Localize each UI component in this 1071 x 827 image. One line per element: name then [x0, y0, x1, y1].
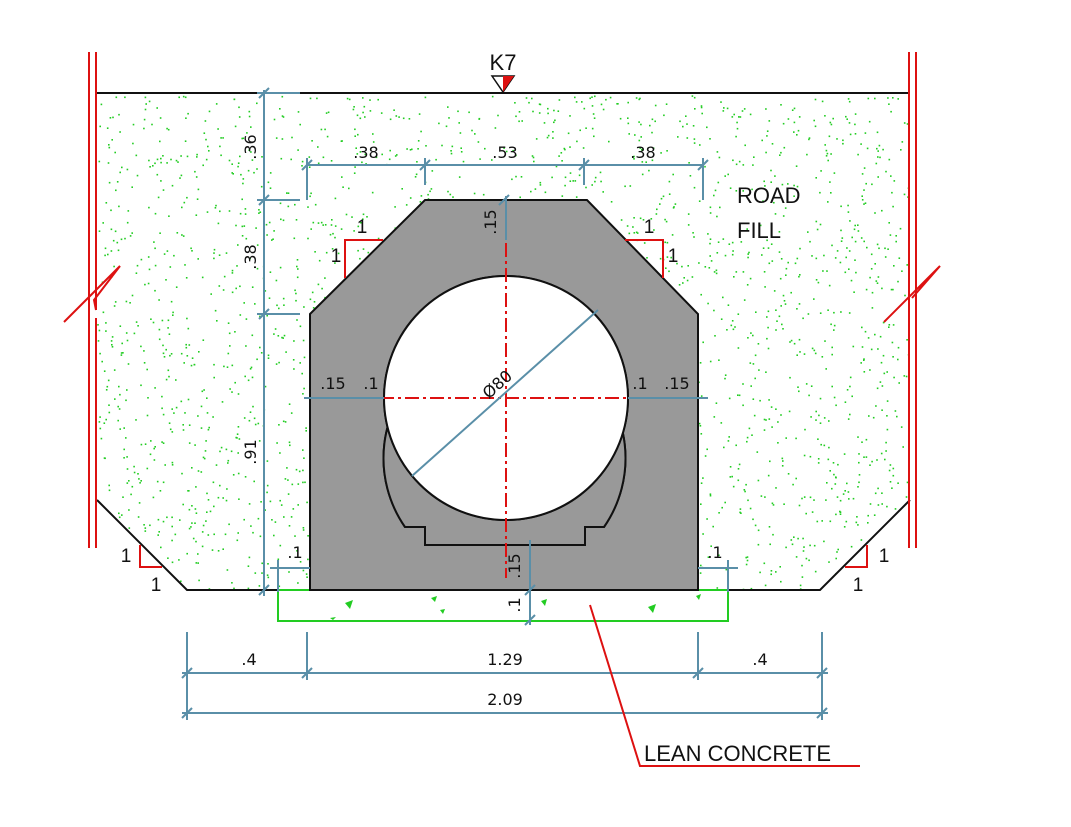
slope-chamfer-left-v: 1 [331, 246, 342, 267]
centre-axes [330, 218, 678, 578]
dim-top-center: .53 [492, 143, 517, 162]
slope-chamfer-left-h: 1 [357, 217, 368, 238]
dim-base-center: 1.29 [487, 650, 523, 669]
diameter-line [411, 309, 599, 477]
dimension-ticks [181, 87, 828, 719]
lean-concrete-layer [277, 589, 729, 622]
road-fill-label-line2: FILL [737, 218, 781, 243]
dim-base-right: .4 [752, 650, 767, 669]
dim-gap-right: .1 [632, 374, 647, 393]
lean-concrete-leader [589, 604, 860, 767]
road-fill-label-line1: ROAD [737, 183, 801, 208]
dim-lower-wall: .91 [241, 439, 260, 464]
slope-trench-left-v: 1 [121, 546, 132, 567]
slope-markers [139, 239, 868, 568]
dim-step-right: .1 [707, 543, 722, 562]
dim-fill-cover: .36 [241, 134, 260, 159]
slope-chamfer-right-v: 1 [668, 246, 679, 267]
dim-upper-wall: .38 [241, 244, 260, 269]
level-marker: K7 [490, 50, 517, 94]
slope-trench-right-h: 1 [853, 575, 864, 596]
dim-crown-thickness: .15 [481, 209, 500, 234]
slope-trench-right-v: 1 [879, 546, 890, 567]
lean-concrete-label: LEAN CONCRETE [644, 741, 831, 766]
break-line-left [63, 52, 121, 548]
slope-trench-left-h: 1 [151, 575, 162, 596]
dim-top-left: .38 [353, 143, 378, 162]
level-marker-label: K7 [490, 50, 517, 75]
slope-chamfer-right-h: 1 [644, 217, 655, 238]
dim-wall-left: .15 [320, 374, 345, 393]
dim-step-left: .1 [287, 543, 302, 562]
dim-base-total: 2.09 [487, 690, 523, 709]
dim-base-left: .4 [241, 650, 256, 669]
break-line-right [883, 52, 941, 548]
dim-top-right: .38 [630, 143, 655, 162]
dim-gap-left: .1 [363, 374, 378, 393]
dim-wall-right: .15 [664, 374, 689, 393]
dim-lean-thickness: .1 [505, 597, 524, 612]
dim-invert-thickness: .15 [505, 553, 524, 578]
dimension-lines [182, 90, 828, 720]
